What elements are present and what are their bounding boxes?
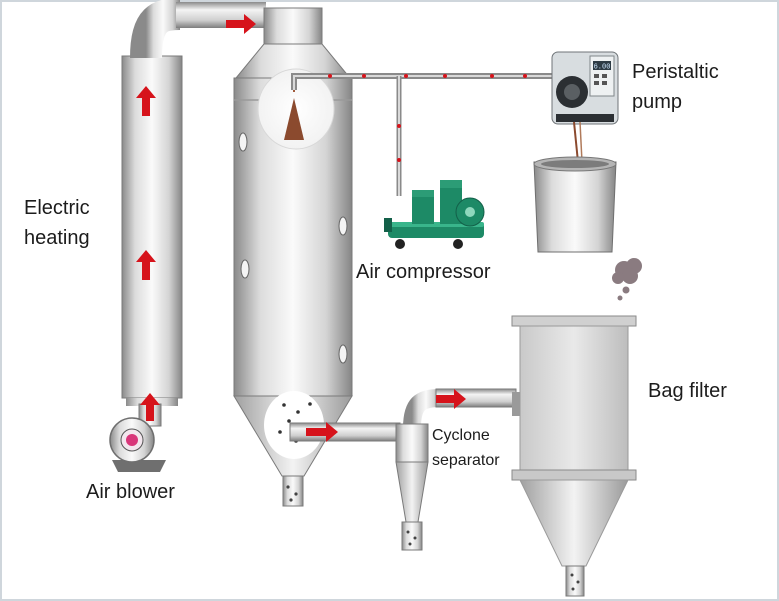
feed-line	[291, 73, 554, 196]
flow-arrow-up-3	[140, 393, 160, 421]
pump-display-readout: 6.00	[594, 64, 611, 72]
bag-filter	[511, 315, 637, 597]
label-peristaltic-pump: Peristaltic pump	[632, 60, 719, 114]
label-air-blower: Air blower	[86, 481, 175, 503]
air-compressor	[384, 180, 485, 249]
flow-arrow-right-1	[226, 14, 256, 34]
label-electric-heating: Electric heating	[24, 196, 90, 250]
spray-cone	[284, 98, 304, 140]
label-electric-heating-line1: Electric	[24, 197, 90, 219]
label-bag-filter: Bag filter	[648, 380, 727, 402]
label-peristaltic-pump-line2: pump	[632, 91, 683, 113]
label-air-compressor: Air compressor	[356, 261, 491, 283]
label-peristaltic-pump-line1: Peristaltic	[632, 61, 719, 83]
feed-beaker	[533, 156, 617, 253]
flow-arrow-up-1	[136, 86, 156, 116]
label-cyclone-separator: Cyclone separator	[432, 426, 500, 470]
exhaust-cloud	[612, 258, 642, 301]
cyclone-separator	[395, 388, 520, 551]
flow-arrows	[136, 14, 466, 442]
flow-arrow-up-2	[136, 250, 156, 280]
label-cyclone-separator-line1: Cyclone	[432, 427, 490, 444]
label-electric-heating-line2: heating	[24, 227, 90, 249]
label-cyclone-separator-line2: separator	[432, 452, 500, 470]
electric-heating-column	[121, 55, 183, 406]
drying-tower	[233, 7, 353, 507]
peristaltic-pump: 6.00	[551, 51, 619, 163]
flow-arrow-right-2	[306, 422, 338, 442]
blower-rotor	[126, 434, 138, 446]
flow-arrow-right-3	[436, 389, 466, 409]
air-blower	[109, 403, 166, 472]
